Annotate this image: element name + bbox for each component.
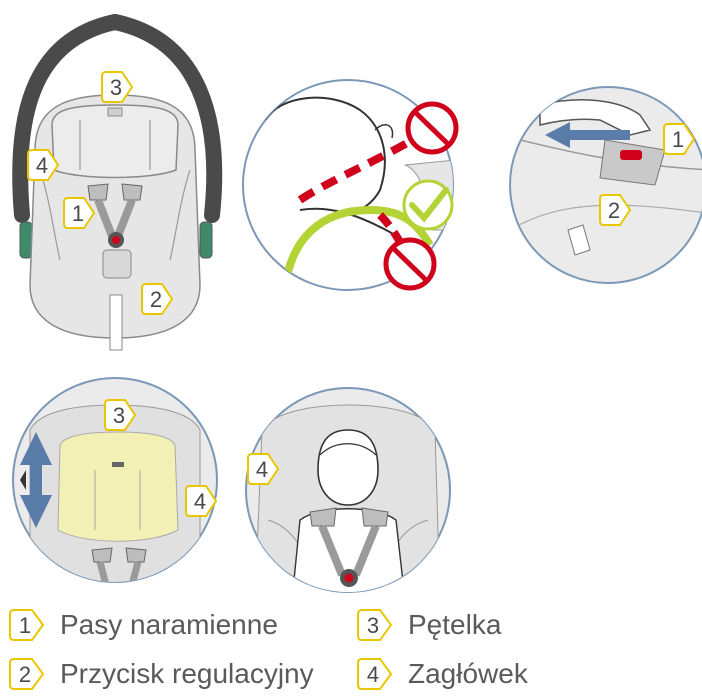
child-seated-detail [246, 388, 450, 600]
legend-badge: 3 [356, 608, 394, 642]
svg-text:4: 4 [256, 457, 268, 482]
legend-badge: 4 [356, 657, 394, 691]
legend-item-4: 4 Zagłówek [356, 657, 528, 691]
svg-text:2: 2 [150, 287, 162, 312]
handle-mount-right [200, 222, 212, 258]
shoulder-pad-left [88, 184, 108, 200]
legend-item-1: 1 Pasy naramienne [8, 608, 278, 642]
strap-position-check [243, 80, 456, 290]
check-icon [404, 181, 452, 229]
svg-text:4: 4 [36, 153, 48, 178]
headrest-loop [108, 108, 122, 116]
legend-label: Pętelka [408, 608, 501, 642]
prohibited-icon [386, 240, 434, 288]
prohibited-icon [408, 104, 456, 152]
legend-item-2: 2 Przycisk regulacyjny [8, 657, 314, 691]
svg-text:1: 1 [19, 613, 31, 638]
shoulder-pad-right [122, 184, 142, 200]
svg-text:3: 3 [110, 75, 122, 100]
legend-item-3: 3 Pętelka [356, 608, 501, 642]
svg-text:2: 2 [608, 198, 620, 223]
svg-text:4: 4 [367, 662, 379, 687]
legend-badge: 1 [8, 608, 46, 642]
legend-badge: 2 [8, 657, 46, 691]
adjuster-strap [110, 295, 122, 350]
crotch-pad [103, 250, 131, 278]
svg-text:1: 1 [72, 201, 84, 226]
adjuster-button-detail [500, 87, 702, 283]
child-head [318, 430, 378, 505]
svg-text:1: 1 [672, 127, 684, 152]
svg-text:2: 2 [19, 662, 31, 687]
headrest-highlight [58, 432, 178, 541]
svg-text:3: 3 [367, 613, 379, 638]
legend-label: Zagłówek [408, 657, 528, 691]
handle-mount-left [20, 222, 32, 258]
legend-label: Pasy naramienne [60, 608, 278, 642]
svg-text:3: 3 [113, 403, 125, 428]
svg-text:4: 4 [194, 489, 206, 514]
legend-label: Przycisk regulacyjny [60, 657, 314, 691]
